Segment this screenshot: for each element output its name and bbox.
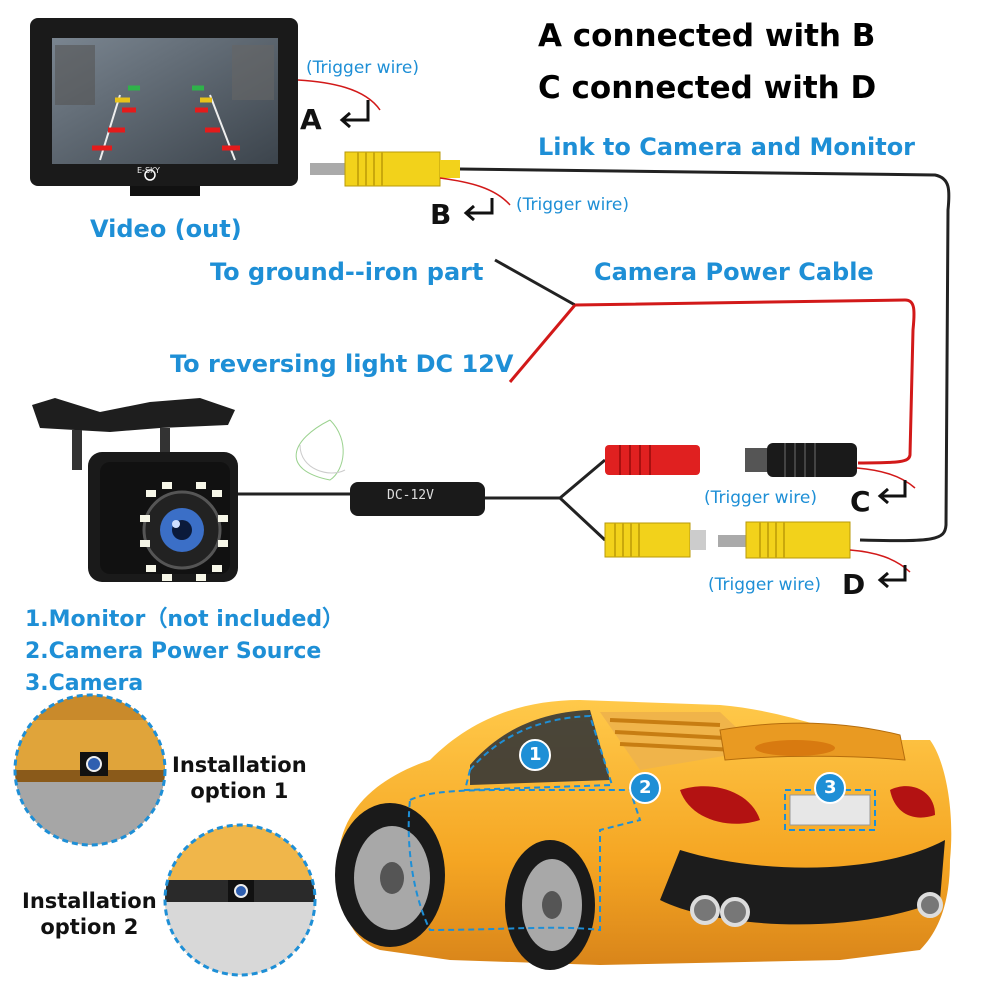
letter-a: A bbox=[300, 103, 322, 136]
letter-c: C bbox=[850, 485, 871, 518]
trigger-label-a: (Trigger wire) bbox=[306, 58, 419, 78]
link-label: Link to Camera and Monitor bbox=[538, 133, 916, 161]
car bbox=[335, 700, 952, 970]
dc-power-male bbox=[745, 443, 857, 477]
reversing-light-label: To reversing light DC 12V bbox=[170, 350, 514, 378]
legend-item: 3.Camera bbox=[25, 671, 144, 696]
rca-female-camera bbox=[604, 522, 706, 558]
option-2-line-2: option 2 bbox=[40, 915, 139, 939]
dc12v-module bbox=[350, 482, 485, 516]
power-cable-label: Camera Power Cable bbox=[594, 258, 874, 286]
rca-connector-monitor bbox=[310, 151, 460, 187]
monitor bbox=[30, 18, 298, 196]
arrow-d-icon bbox=[877, 565, 907, 589]
legend-item: 1.Monitor（not included） bbox=[25, 607, 345, 632]
option-1-line-1: Installation bbox=[172, 753, 307, 777]
letter-d: D bbox=[842, 568, 866, 601]
brand-label: E-SKY bbox=[137, 166, 160, 175]
title-line-1: A connected with B bbox=[538, 18, 876, 54]
marker-3: 3 bbox=[824, 777, 837, 798]
installation-option-2-image bbox=[163, 823, 317, 977]
arrow-b-icon bbox=[463, 198, 494, 222]
option-2-line-1: Installation bbox=[22, 889, 157, 913]
arrow-a-icon bbox=[339, 100, 370, 129]
trigger-label-b: (Trigger wire) bbox=[516, 195, 629, 215]
letter-b: B bbox=[430, 198, 452, 231]
installation-option-1-label: Installation option 1 bbox=[172, 752, 307, 804]
video-out-label: Video (out) bbox=[90, 215, 242, 243]
arrow-c-icon bbox=[877, 480, 907, 505]
dc12v-label: DC-12V bbox=[387, 488, 434, 503]
legend-list: 1.Monitor（not included） 2.Camera Power S… bbox=[25, 604, 344, 700]
trigger-label-d: (Trigger wire) bbox=[708, 575, 821, 595]
dc-power-female bbox=[605, 445, 700, 475]
marker-1: 1 bbox=[529, 744, 542, 765]
title-line-2: C connected with D bbox=[538, 70, 877, 106]
option-1-line-2: option 1 bbox=[190, 779, 289, 803]
installation-option-1-image bbox=[13, 693, 167, 847]
ground-label: To ground--iron part bbox=[210, 258, 484, 286]
rca-male-link bbox=[718, 521, 851, 559]
trigger-label-c: (Trigger wire) bbox=[704, 488, 817, 508]
marker-2: 2 bbox=[639, 777, 652, 798]
installation-option-2-label: Installation option 2 bbox=[22, 888, 157, 940]
link-cable bbox=[459, 167, 951, 543]
legend-item: 2.Camera Power Source bbox=[25, 639, 322, 664]
camera bbox=[32, 398, 238, 582]
power-cable bbox=[574, 298, 916, 465]
